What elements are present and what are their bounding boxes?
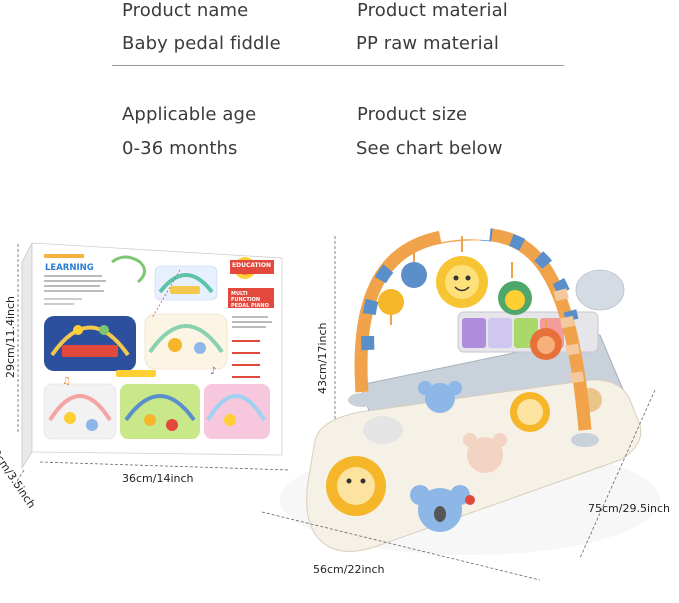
hanging-toy-sun — [436, 236, 488, 308]
spec-label-applicable-age: Applicable age — [122, 104, 257, 125]
spec-label-product-size: Product size — [357, 104, 468, 125]
box-gym-thumb-4 — [120, 384, 200, 439]
mat-elephant — [363, 416, 403, 444]
hanging-toy-bear — [378, 248, 427, 325]
spec-value-applicable-age: 0-36 months — [122, 138, 238, 159]
box-width-guide — [39, 461, 291, 471]
box-gym-thumb-2 — [144, 313, 228, 370]
spec-label-product-material: Product material — [357, 0, 508, 21]
hanging-toy-lion — [530, 320, 562, 360]
box-gym-thumb-3 — [43, 383, 117, 440]
gym-length-label: 75cm/29.5inch — [588, 502, 671, 515]
gym-arch — [354, 226, 592, 431]
spec-value-product-size: See chart below — [356, 138, 503, 159]
mat-koala-2 — [418, 381, 462, 413]
gym-width-guide — [261, 511, 541, 581]
box-height-label: 29cm/11.4inch — [4, 295, 17, 378]
spec-label-product-name: Product name — [122, 0, 249, 21]
mat-lion-1 — [326, 456, 386, 516]
box-title: MULTI FUNCTION PEDAL PIANO — [231, 291, 269, 309]
box-width-label: 36cm/14inch — [122, 472, 194, 485]
box-gym-thumb-1 — [44, 316, 136, 371]
spec-value-product-material: PP raw material — [356, 33, 499, 54]
box-badge: EDUCATION — [232, 262, 271, 269]
box-side — [21, 242, 33, 470]
gym-height-label: 43cm/17inch — [316, 322, 329, 394]
box-depth-guide — [13, 469, 25, 487]
svg-text:♪: ♪ — [210, 366, 216, 377]
piano-elephant — [575, 269, 625, 311]
svg-text:♫: ♫ — [62, 376, 71, 387]
box-gym-thumb-5 — [204, 384, 270, 439]
box-heading: LEARNING — [45, 263, 94, 273]
mat-bear-1 — [463, 433, 507, 473]
hanging-toy-frog — [498, 262, 532, 315]
gym-width-label: 56cm/22inch — [313, 563, 385, 576]
spec-value-product-name: Baby pedal fiddle — [122, 33, 281, 54]
gym-length-guide — [579, 389, 656, 559]
mat-lion-2 — [510, 392, 550, 432]
spec-divider — [112, 65, 564, 66]
mat-koala-1 — [410, 485, 470, 532]
